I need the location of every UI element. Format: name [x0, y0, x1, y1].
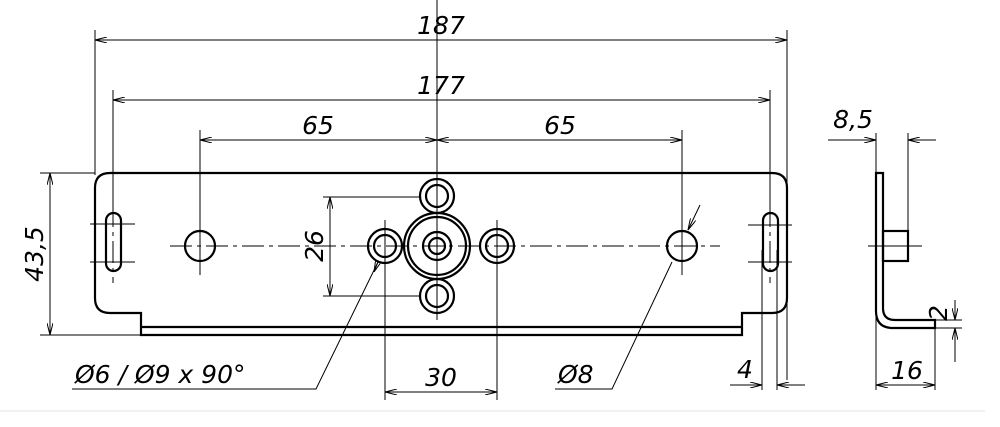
dimension-labels: 187 177 65 65 43,5 26 30 4 Ø6 / Ø9 x 90°…	[20, 11, 953, 392]
dim-43-5: 43,5	[20, 226, 49, 282]
dim-65-right: 65	[544, 111, 576, 140]
dim-177: 177	[417, 71, 465, 100]
dim-4: 4	[737, 355, 753, 384]
plate-outline	[93, 171, 789, 337]
dim-16: 16	[891, 356, 923, 385]
dim-26: 26	[300, 230, 329, 262]
dim-65-left: 65	[302, 111, 334, 140]
dim-187: 187	[417, 11, 465, 40]
hole-diameter-callout: Ø8	[557, 360, 594, 389]
dim-30: 30	[425, 363, 457, 392]
front-view	[90, 0, 792, 400]
countersink-callout: Ø6 / Ø9 x 90°	[74, 360, 245, 389]
dim-8-5: 8,5	[833, 105, 873, 134]
dimension-lines	[40, 30, 805, 392]
side-view	[828, 133, 962, 390]
dim-2: 2	[924, 305, 953, 321]
